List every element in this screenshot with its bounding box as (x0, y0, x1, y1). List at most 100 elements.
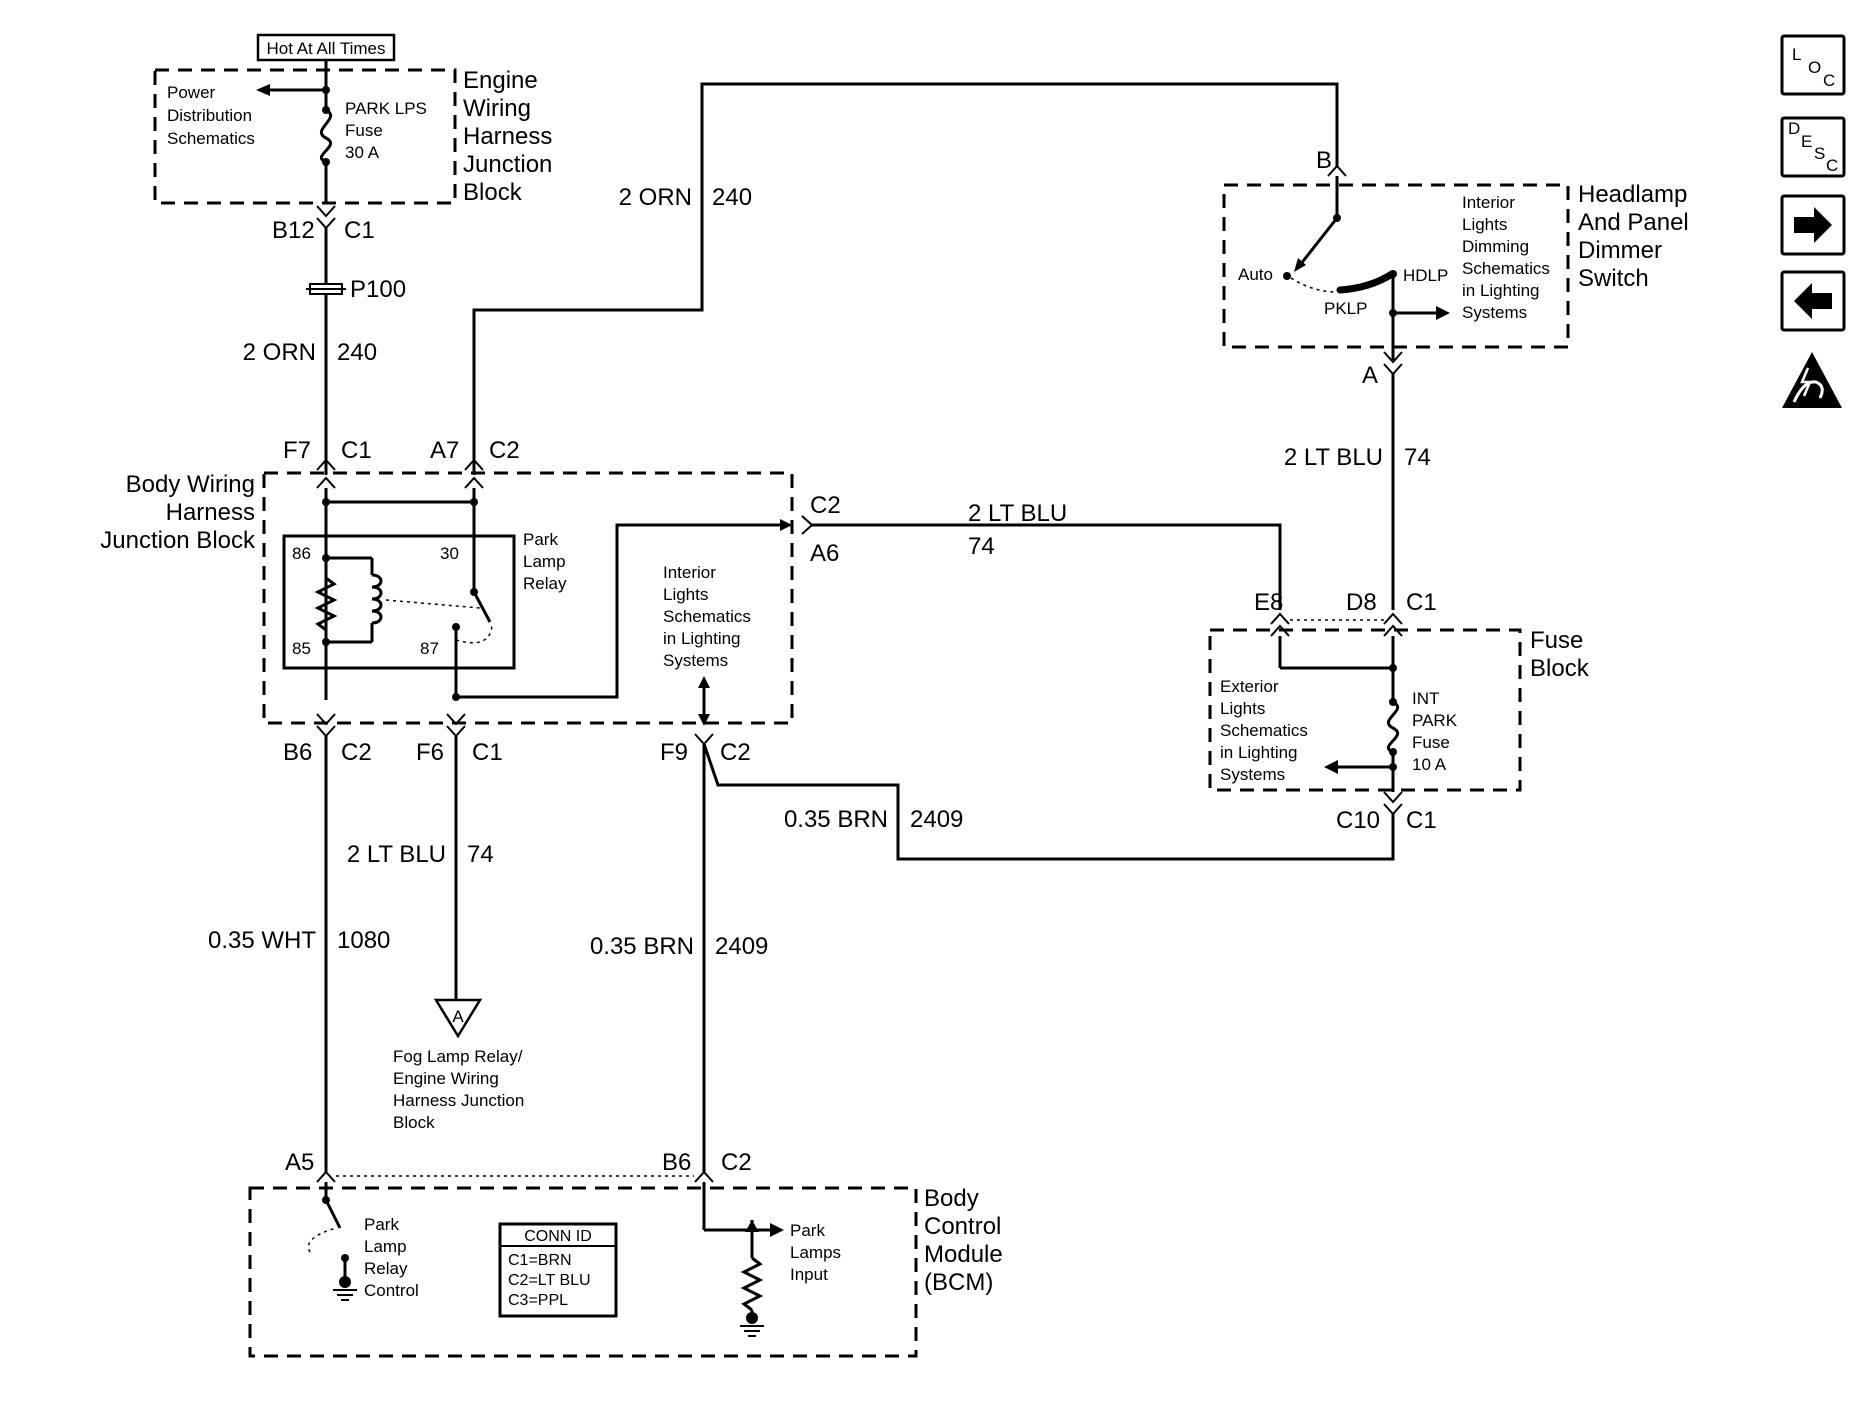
arrow-right-icon (770, 1223, 784, 1237)
fog-ref-line: Fog Lamp Relay/ (393, 1047, 523, 1066)
resistor-icon (314, 576, 338, 632)
interior-dimming-line: Schematics (1462, 259, 1550, 278)
wire-circuit-label: 74 (1404, 444, 1431, 471)
desc-letter: C (1826, 156, 1838, 175)
esd-warning-icon (1782, 352, 1842, 408)
interior-dimming-line: Lights (1462, 215, 1507, 234)
connector-pin-label: B6 (662, 1149, 691, 1176)
arrow-down-icon (698, 714, 710, 726)
connector-pin-label: B12 (272, 217, 315, 244)
splice-label: P100 (350, 276, 406, 303)
interior-lights-line: Schematics (663, 607, 751, 626)
switch-arm-icon (1298, 217, 1339, 266)
arrow-left-icon (1794, 283, 1832, 319)
connector-id-label: C1 (341, 437, 372, 464)
connector-id-label: C2 (720, 739, 751, 766)
park-lps-fuse-label: Fuse (345, 121, 383, 140)
wire-gauge-label: 0.35 BRN (784, 806, 888, 833)
fog-ref-line: Engine Wiring (393, 1069, 499, 1088)
int-park-fuse-label: INT PARK Fuse 10 A (1412, 689, 1458, 774)
relay-label: Relay (523, 574, 567, 593)
connector-pin-label: A7 (430, 437, 459, 464)
wire-lt-blu-74-a6 (812, 523, 1282, 610)
switch-name-line: Dimmer (1578, 237, 1662, 264)
fuse-block: E8 D8 C1 Fuse Block Exterior Lights Sche… (1208, 589, 1590, 834)
connector-id-label: C2 (489, 437, 520, 464)
desc-letter: S (1814, 144, 1825, 163)
exterior-lights-ref: Exterior Lights Schematics in Lighting S… (1220, 677, 1308, 784)
interior-lights-line: Interior (663, 563, 716, 582)
interior-dimming-line: in Lighting (1462, 281, 1540, 300)
bcm-name-line: Control (924, 1213, 1001, 1240)
bcm-name-line: Body (924, 1185, 979, 1212)
connector-b6-lower: B6 C2 (283, 713, 372, 766)
exterior-lights-line: Systems (1220, 765, 1285, 784)
wire-gauge-label: 0.35 WHT (208, 927, 316, 954)
relay-label: Lamp (523, 552, 566, 571)
relay-control-line: Relay (364, 1259, 408, 1278)
wire-gauge-label: 2 ORN (243, 339, 316, 366)
relay-pin-label: 30 (440, 544, 459, 563)
park-lps-fuse-icon (319, 108, 333, 164)
switch-name-line: Headlamp (1578, 181, 1687, 208)
switch-outline (1222, 183, 1570, 349)
exterior-lights-line: in Lighting (1220, 743, 1298, 762)
engine-block-outline (153, 68, 457, 205)
prev-button[interactable] (1780, 270, 1846, 332)
body-block-name-line: Harness (166, 499, 255, 526)
connector-pin-label: A6 (810, 540, 839, 567)
bcm-name-line: (BCM) (924, 1269, 993, 1296)
power-distribution-line: Distribution (167, 106, 252, 125)
relay-box (282, 534, 516, 670)
off-page-ref-letter: A (452, 1007, 464, 1026)
switch-name-line: Switch (1578, 265, 1649, 292)
connector-id-label: C2 (341, 739, 372, 766)
interior-lights-line: in Lighting (663, 629, 741, 648)
conn-id-row: C2=LT BLU (508, 1272, 591, 1289)
wire-circuit-label: 2409 (715, 933, 768, 960)
connector-pin-label: C10 (1336, 807, 1380, 834)
engine-block-name-line: Harness (463, 123, 552, 150)
fog-lamp-ref: A Fog Lamp Relay/ Engine Wiring Harness … (393, 998, 524, 1132)
wire-brn-2409-c10 (702, 743, 1395, 861)
connector-id-label: C2 (721, 1149, 752, 1176)
interior-lights-ref: Interior Lights Schematics in Lighting S… (663, 563, 751, 670)
connector-f9: F9 C2 (660, 733, 751, 766)
conn-id-table: CONN ID C1=BRN C2=LT BLU C3=PPL (498, 1222, 618, 1318)
relay-switch-icon (472, 591, 492, 623)
fuse-block-name-line: Block (1530, 655, 1590, 682)
relay-control-switch-icon (324, 1199, 342, 1229)
fuse-label-line: Fuse (1412, 733, 1450, 752)
connector-b12: B12 C1 (272, 205, 375, 244)
relay-control-line: Lamp (364, 1237, 407, 1256)
arrow-right-icon (1794, 207, 1832, 243)
park-lamp-relay: 86 85 30 87 Park Lamp Relay (282, 530, 567, 700)
hot-at-all-times-label: Hot At All Times (266, 39, 385, 58)
desc-letter: D (1788, 119, 1800, 138)
relay-control-line: Control (364, 1281, 419, 1300)
park-lps-fuse-label: PARK LPS (345, 99, 427, 118)
loc-button[interactable]: L O C (1780, 34, 1846, 96)
engine-block-name-line: Engine (463, 67, 538, 94)
park-lamps-input-line: Lamps (790, 1243, 841, 1262)
conn-id-row: C1=BRN (508, 1252, 572, 1269)
relay-label: Park (523, 530, 558, 549)
arrow-left-icon (1324, 760, 1338, 774)
connector-id-label: C1 (344, 217, 375, 244)
connector-a7: A7 C2 (430, 437, 520, 489)
arrow-up-icon (745, 1220, 759, 1232)
power-distribution-line: Power (167, 83, 216, 102)
connector-id-label: C1 (1406, 589, 1437, 616)
park-lps-fuse-label: 30 A (345, 143, 380, 162)
connector-id-label: C2 (810, 492, 841, 519)
loc-letter: L (1792, 45, 1801, 64)
switch-position-auto: Auto (1238, 265, 1273, 284)
next-button[interactable] (1780, 194, 1846, 256)
desc-button[interactable]: D E S C (1780, 116, 1846, 178)
park-lamps-input-line: Input (790, 1265, 828, 1284)
switch-contact-icon (1336, 270, 1396, 294)
body-control-module: A5 B6 C2 Body Control Module (BCM) Park … (248, 1149, 1003, 1358)
body-junction-block: Body Wiring Harness Junction Block 86 85… (100, 471, 794, 726)
arrow-up-icon (698, 676, 710, 688)
wire-gauge-label: 2 LT BLU (968, 500, 1067, 527)
